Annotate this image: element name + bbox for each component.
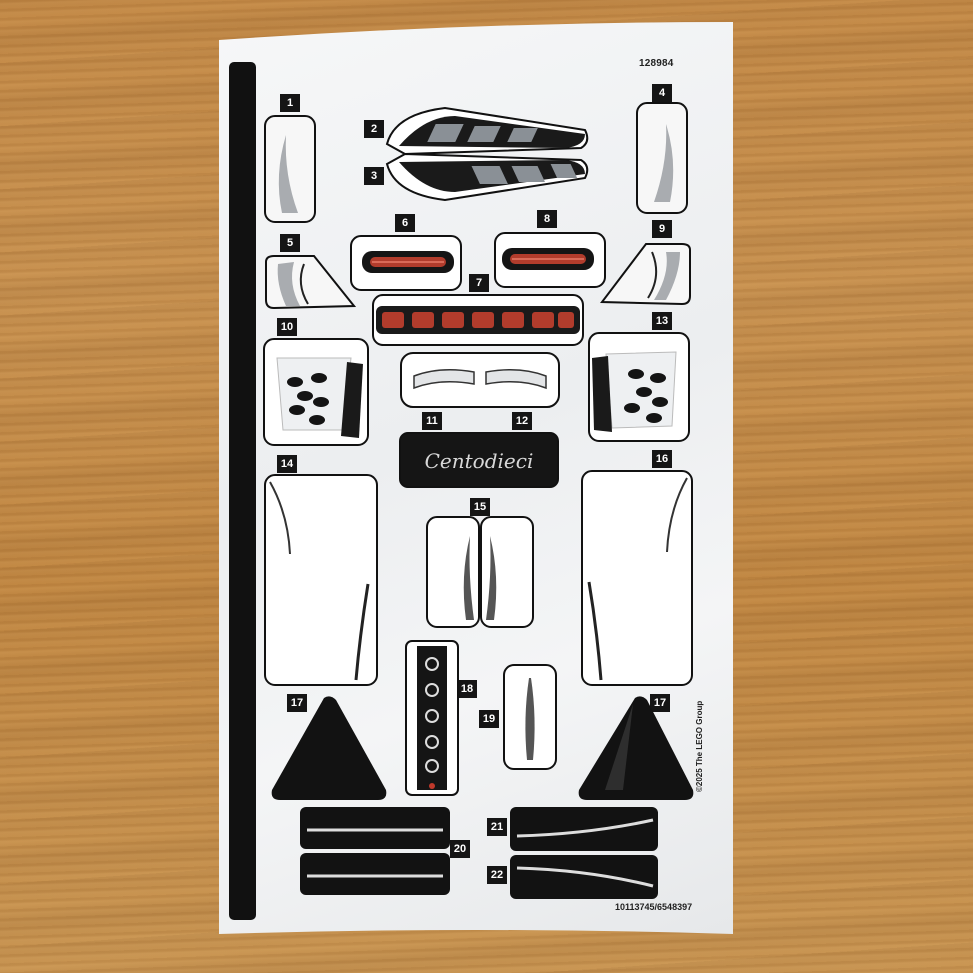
sticker-sheet: 128984 10113745/6548397 ©2025 The LEGO G… <box>219 22 733 934</box>
sticker-2 <box>385 104 595 156</box>
sticker-7-rear-light-bar <box>372 294 584 346</box>
sticker-13-vent <box>588 332 690 442</box>
sticker-4 <box>636 102 688 214</box>
label-18: 18 <box>457 680 477 698</box>
label-8: 8 <box>537 210 557 228</box>
label-17-right: 17 <box>650 694 670 712</box>
label-2: 2 <box>364 120 384 138</box>
label-15: 15 <box>470 498 490 516</box>
sticker-17-left-triangle <box>268 694 390 804</box>
sticker-15-pair <box>426 516 534 628</box>
sticker-5 <box>264 254 356 310</box>
label-11: 11 <box>422 412 442 430</box>
label-9: 9 <box>652 220 672 238</box>
centodieci-script: Centodieci <box>425 449 534 473</box>
label-16: 16 <box>652 450 672 468</box>
sticker-6-taillight <box>350 235 462 291</box>
label-12: 12 <box>512 412 532 430</box>
label-7: 7 <box>469 274 489 292</box>
label-19: 19 <box>479 710 499 728</box>
label-14: 14 <box>277 455 297 473</box>
sticker-16-side-panel <box>581 470 693 686</box>
label-22: 22 <box>487 866 507 884</box>
sticker-21-stripe <box>509 806 659 852</box>
sticker-17-right-triangle <box>575 694 697 804</box>
sticker-8-taillight <box>494 232 606 288</box>
sticker-18-gauge-strip <box>405 640 459 796</box>
label-1: 1 <box>280 94 300 112</box>
black-border-strip <box>229 62 256 920</box>
sheet-code-top: 128984 <box>639 58 674 69</box>
label-10: 10 <box>277 318 297 336</box>
sticker-10-vent <box>263 338 369 446</box>
label-6: 6 <box>395 214 415 232</box>
sticker-20-stripes <box>299 806 451 896</box>
sticker-3 <box>385 152 595 204</box>
sticker-1 <box>264 115 316 223</box>
sticker-9 <box>600 242 692 306</box>
sticker-22-stripe <box>509 854 659 900</box>
sticker-14-side-panel <box>264 474 378 686</box>
sticker-19 <box>503 664 557 770</box>
label-21: 21 <box>487 818 507 836</box>
label-17-left: 17 <box>287 694 307 712</box>
label-13: 13 <box>652 312 672 330</box>
sticker-12-centodieci-badge: Centodieci <box>399 432 559 488</box>
label-4: 4 <box>652 84 672 102</box>
label-3: 3 <box>364 167 384 185</box>
label-20: 20 <box>450 840 470 858</box>
sticker-11-grille <box>400 352 560 408</box>
sheet-code-bottom: 10113745/6548397 <box>615 902 693 912</box>
label-5: 5 <box>280 234 300 252</box>
